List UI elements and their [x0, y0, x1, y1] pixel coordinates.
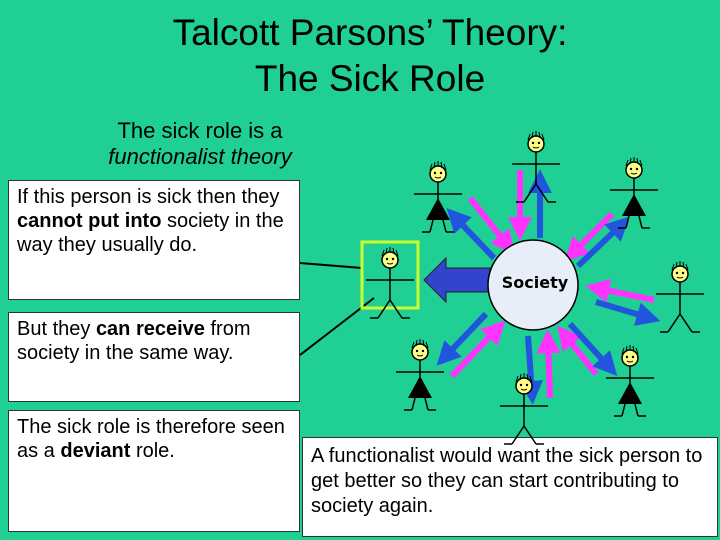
slide-title: Talcott Parsons’ Theory: The Sick Role [0, 10, 720, 102]
blue-arrow-top-left [446, 208, 497, 261]
title-line-2: The Sick Role [254, 58, 486, 99]
box3-bold-text: deviant [60, 440, 131, 462]
person-top-left-icon [413, 160, 463, 233]
can-receive-textbox: But they can receive from society in the… [8, 312, 300, 402]
box2-text-2: from society in the same way. [17, 318, 251, 364]
subtitle-line-1: The sick role is a [117, 118, 283, 143]
person-bottom-icon [499, 372, 549, 445]
pink-arrow-bottom [536, 329, 561, 399]
blue-arrow-top-right [575, 216, 630, 269]
sick-person-frame [360, 240, 420, 310]
cannot-contribute-textbox: If this person is sick then they cannot … [8, 180, 300, 300]
box1-bold-text: cannot put into [17, 210, 162, 232]
blue-arrow-bottom-right [567, 321, 618, 376]
blue-arrow-bottom-left [436, 311, 489, 366]
deviant-role-textbox: The sick role is therefore seen as a dev… [8, 410, 300, 532]
box3-text-2: role. [130, 440, 175, 462]
functionalist-conclusion-textbox: A functionalist would want the sick pers… [302, 437, 718, 537]
society-to-sick-arrow [423, 256, 491, 304]
pink-arrow-top-left [467, 196, 515, 255]
box1-text-2: society in the way they usually do. [17, 210, 284, 256]
connector-line-1 [299, 262, 363, 269]
box3-text-1: The sick role is therefore seen as a [17, 416, 285, 462]
pink-arrow-bottom-right [557, 325, 599, 376]
blue-arrow-right [595, 299, 661, 326]
person-right-icon [655, 260, 705, 333]
person-top-right-icon [609, 156, 659, 229]
person-bottom-right-icon [605, 344, 655, 417]
society-label: Society [501, 273, 569, 292]
subtitle-line-2: functionalist theory [108, 144, 292, 169]
society-circle [487, 239, 579, 331]
box2-bold-text: can receive [95, 318, 205, 340]
box2-text-1: But they [17, 318, 96, 340]
pink-arrow-right [585, 278, 655, 303]
box4-text: A functionalist would want the sick pers… [311, 445, 703, 517]
person-bottom-left-icon [395, 338, 445, 411]
pink-arrow-bottom-left [449, 320, 506, 379]
pink-arrow-top-right [564, 211, 615, 262]
title-line-1: Talcott Parsons’ Theory: [172, 12, 568, 53]
subtitle: The sick role is a functionalist theory [60, 118, 340, 170]
box1-text-1: If this person is sick then they [17, 186, 280, 208]
